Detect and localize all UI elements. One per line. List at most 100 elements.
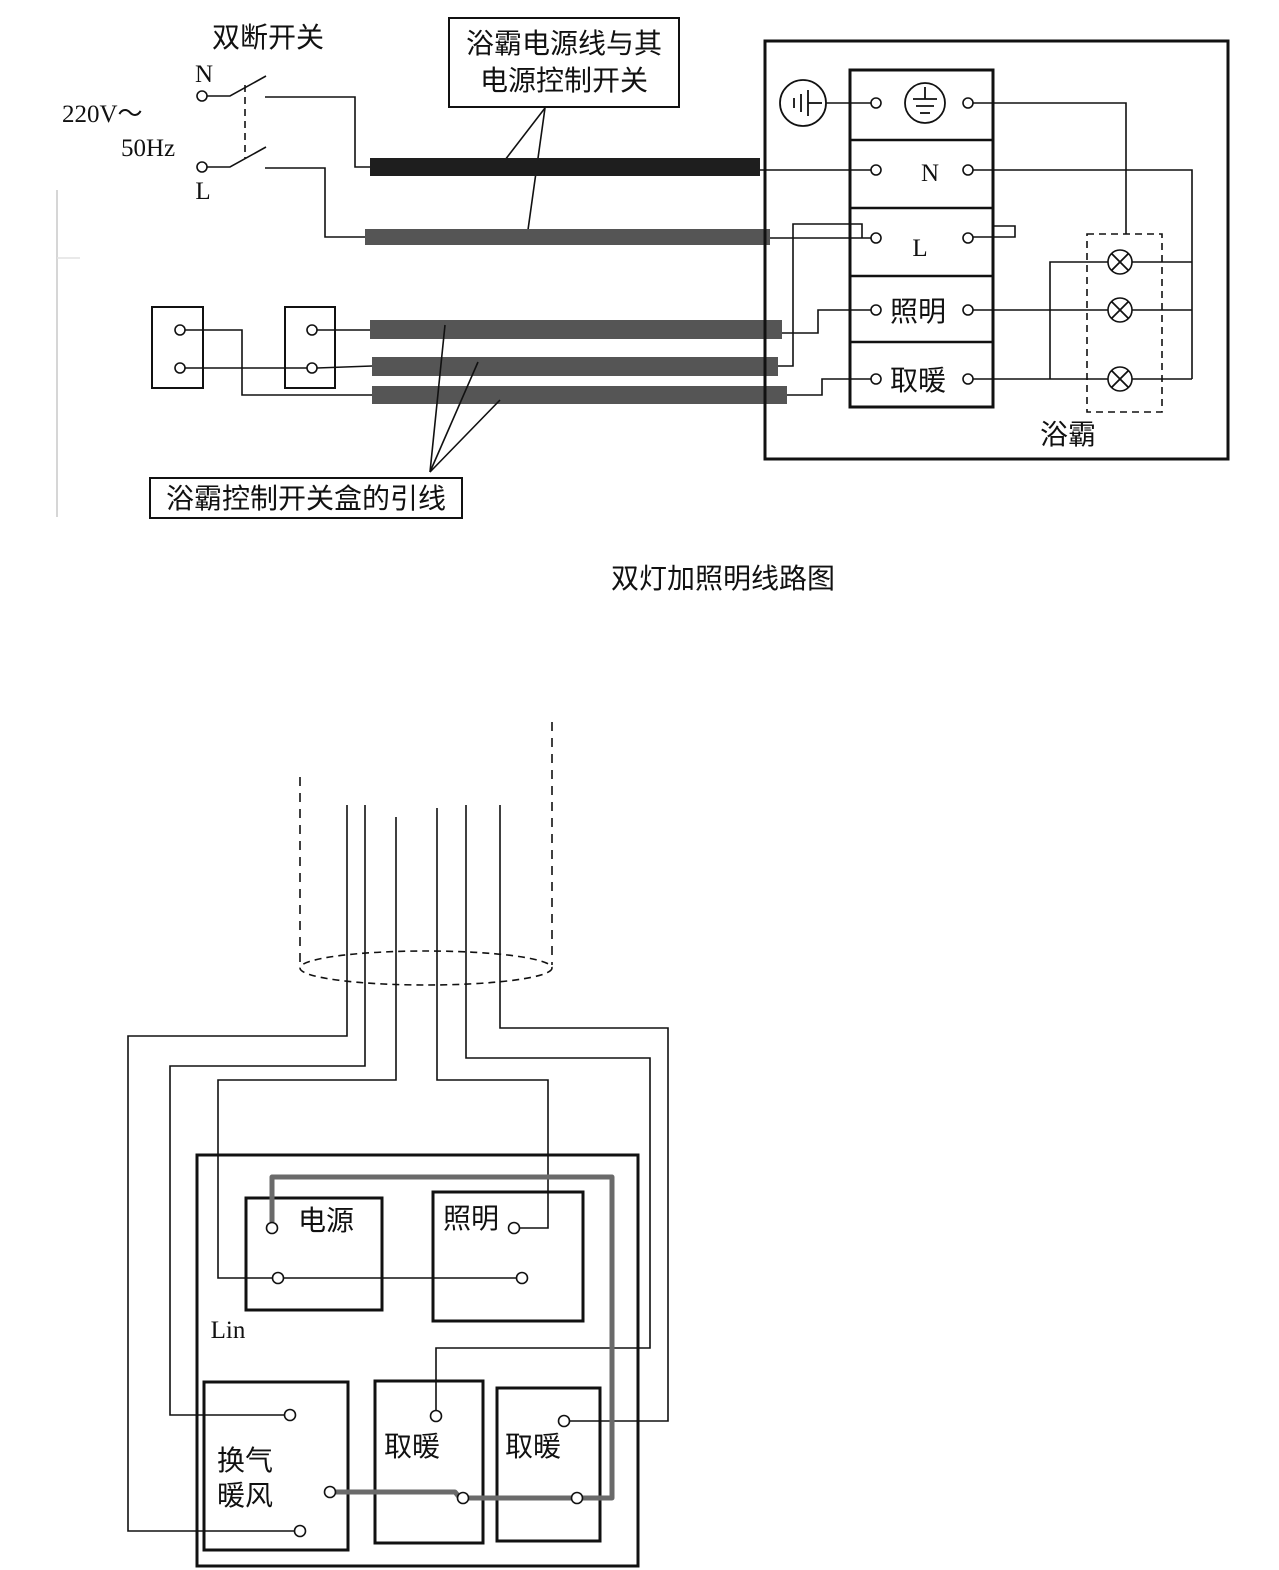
control-leads-pointer-3 (429, 399, 501, 473)
control-lead-heating (372, 386, 787, 404)
switch-terminal-neutral (196, 90, 208, 102)
control-leads-callout: 浴霸控制开关盒的引线 (149, 324, 501, 519)
terminal-label-neutral: N (921, 160, 939, 187)
terminal-live-right (962, 232, 974, 244)
conductor-ventilation-1 (169, 805, 366, 1416)
power-switch-terminal-bottom (271, 1271, 285, 1285)
wire-heating-switch-out (185, 329, 372, 396)
lighting-switch (431, 1190, 585, 1323)
power-switch (244, 1196, 384, 1312)
power-lead-neutral (370, 158, 760, 176)
wire-neutral-out (973, 169, 1193, 379)
power-lead-live (365, 229, 770, 245)
heating-switch-2-label: 取暖 (505, 1430, 561, 1463)
wire-lighting-in (782, 309, 871, 334)
terminal-live-left (870, 232, 882, 244)
terminal-neutral-right (962, 164, 974, 176)
conductor-ventilation-2 (127, 805, 348, 1532)
double-pole-switch (196, 75, 370, 238)
heating-switch-2 (495, 1386, 602, 1543)
wall-switch-heating (151, 306, 204, 389)
top-diagram: 双断开关 N L 220V～ 50Hz 浴霸电源线与其 电源控制开关 (56, 17, 1230, 519)
heating-switch-2-terminal-bottom (570, 1491, 584, 1505)
live-jumper-wire (269, 1174, 615, 1501)
terminal-earth-left (870, 97, 882, 109)
terminal-lighting-left (870, 304, 882, 316)
wire-heating-lamp-1-feed (1049, 261, 1108, 379)
wire-earth-out (973, 102, 1127, 234)
wire-common-out (316, 365, 373, 369)
heating-switch-1 (373, 1379, 485, 1545)
wall-switch-lighting-terminal-2 (306, 362, 318, 374)
heating-switch-1-terminal-bottom (456, 1491, 470, 1505)
terminal-heating-right (962, 373, 974, 385)
lighting-switch-terminal-top (507, 1221, 521, 1235)
conductor-heating-2 (499, 805, 669, 1422)
heating-switch-1-label: 取暖 (384, 1430, 440, 1463)
heating-switch-2-terminal-top (557, 1414, 571, 1428)
voltage-label: 220V～ (62, 101, 143, 128)
bath-heater-label: 浴霸 (1040, 418, 1096, 451)
wire-switch-neutral-out (265, 96, 370, 168)
control-leads-label: 浴霸控制开关盒的引线 (166, 482, 446, 515)
terminal-earth-icon (904, 82, 946, 124)
control-leads-label-box (149, 477, 463, 519)
cable-sheath-ellipse (299, 950, 553, 986)
control-lead-common (372, 357, 778, 376)
heating-lamp-1-icon (1107, 249, 1133, 275)
frequency-label: 50Hz (121, 135, 175, 162)
heating-lamp-2-cross-b (1110, 369, 1130, 389)
ventilation-switch-label-line-1: 换气 (217, 1444, 273, 1477)
chassis-earth-icon (779, 79, 827, 127)
wall-switch-lighting-terminal-1 (306, 324, 318, 336)
switch-title: 双断开关 (212, 21, 324, 54)
lighting-switch-label: 照明 (443, 1202, 499, 1235)
power-switch-label: 电源 (298, 1204, 354, 1237)
control-leads-pointer-1 (429, 324, 446, 473)
live-input-label: L (195, 178, 210, 205)
bottom-diagram: 电源 照明 Lin 换气 暖风 取暖 取暖 (127, 722, 669, 1568)
line-in-label: Lin (211, 1317, 246, 1344)
heating-lamp-2-icon (1107, 366, 1133, 392)
ventilation-switch-terminal-top (283, 1408, 297, 1422)
power-cable-label-line-2: 电源控制开关 (480, 64, 648, 97)
switch-terminal-live (196, 161, 208, 173)
power-cable-pointer-1 (504, 107, 546, 161)
lighting-lamp-icon (1107, 297, 1133, 323)
terminal-earth-ring (904, 82, 946, 124)
lamp-group-box (1086, 233, 1163, 413)
conductor-lighting (436, 808, 549, 1229)
bath-heater-enclosure (763, 39, 1230, 461)
ventilation-switch-label-line-2: 暖风 (217, 1479, 273, 1512)
diagram-caption: 双灯加照明线路图 (611, 562, 835, 595)
bath-heater: N L 照明 取暖 (760, 39, 1230, 461)
heating-switch-1-terminal-top (429, 1409, 443, 1423)
wire-heating-in (787, 378, 871, 396)
conductor-heating-1 (435, 805, 651, 1411)
wall-switch-heating-terminal-1 (174, 324, 186, 336)
conductor-line-in (217, 817, 517, 1279)
ventilation-switch-terminal-middle (323, 1485, 337, 1499)
wall-switch-lighting (284, 306, 336, 389)
neutral-input-label: N (195, 61, 213, 88)
ventilation-switch-terminal-bottom (293, 1524, 307, 1538)
switch-panel (195, 1153, 640, 1568)
terminal-label-lighting: 照明 (890, 295, 946, 328)
terminal-earth-right (962, 97, 974, 109)
power-cable-label-box (448, 17, 680, 108)
wire-switch-live-out (265, 167, 365, 238)
terminal-label-live: L (912, 235, 927, 262)
terminal-label-heating: 取暖 (890, 364, 946, 397)
wall-switch-heating-terminal-2 (174, 362, 186, 374)
power-switch-terminal-top (265, 1221, 279, 1235)
lighting-lamp-cross-b (1110, 300, 1130, 320)
power-cable-label-line-1: 浴霸电源线与其 (466, 27, 662, 60)
heating-lamp-1-cross-b (1110, 252, 1130, 272)
switch-blade-neutral (207, 75, 267, 97)
lighting-switch-terminal-bottom (515, 1271, 529, 1285)
wire-live-stub (973, 225, 1016, 238)
control-leads-pointer-2 (429, 361, 479, 473)
ventilation-switch (202, 1380, 350, 1552)
control-lead-lighting (370, 320, 782, 339)
